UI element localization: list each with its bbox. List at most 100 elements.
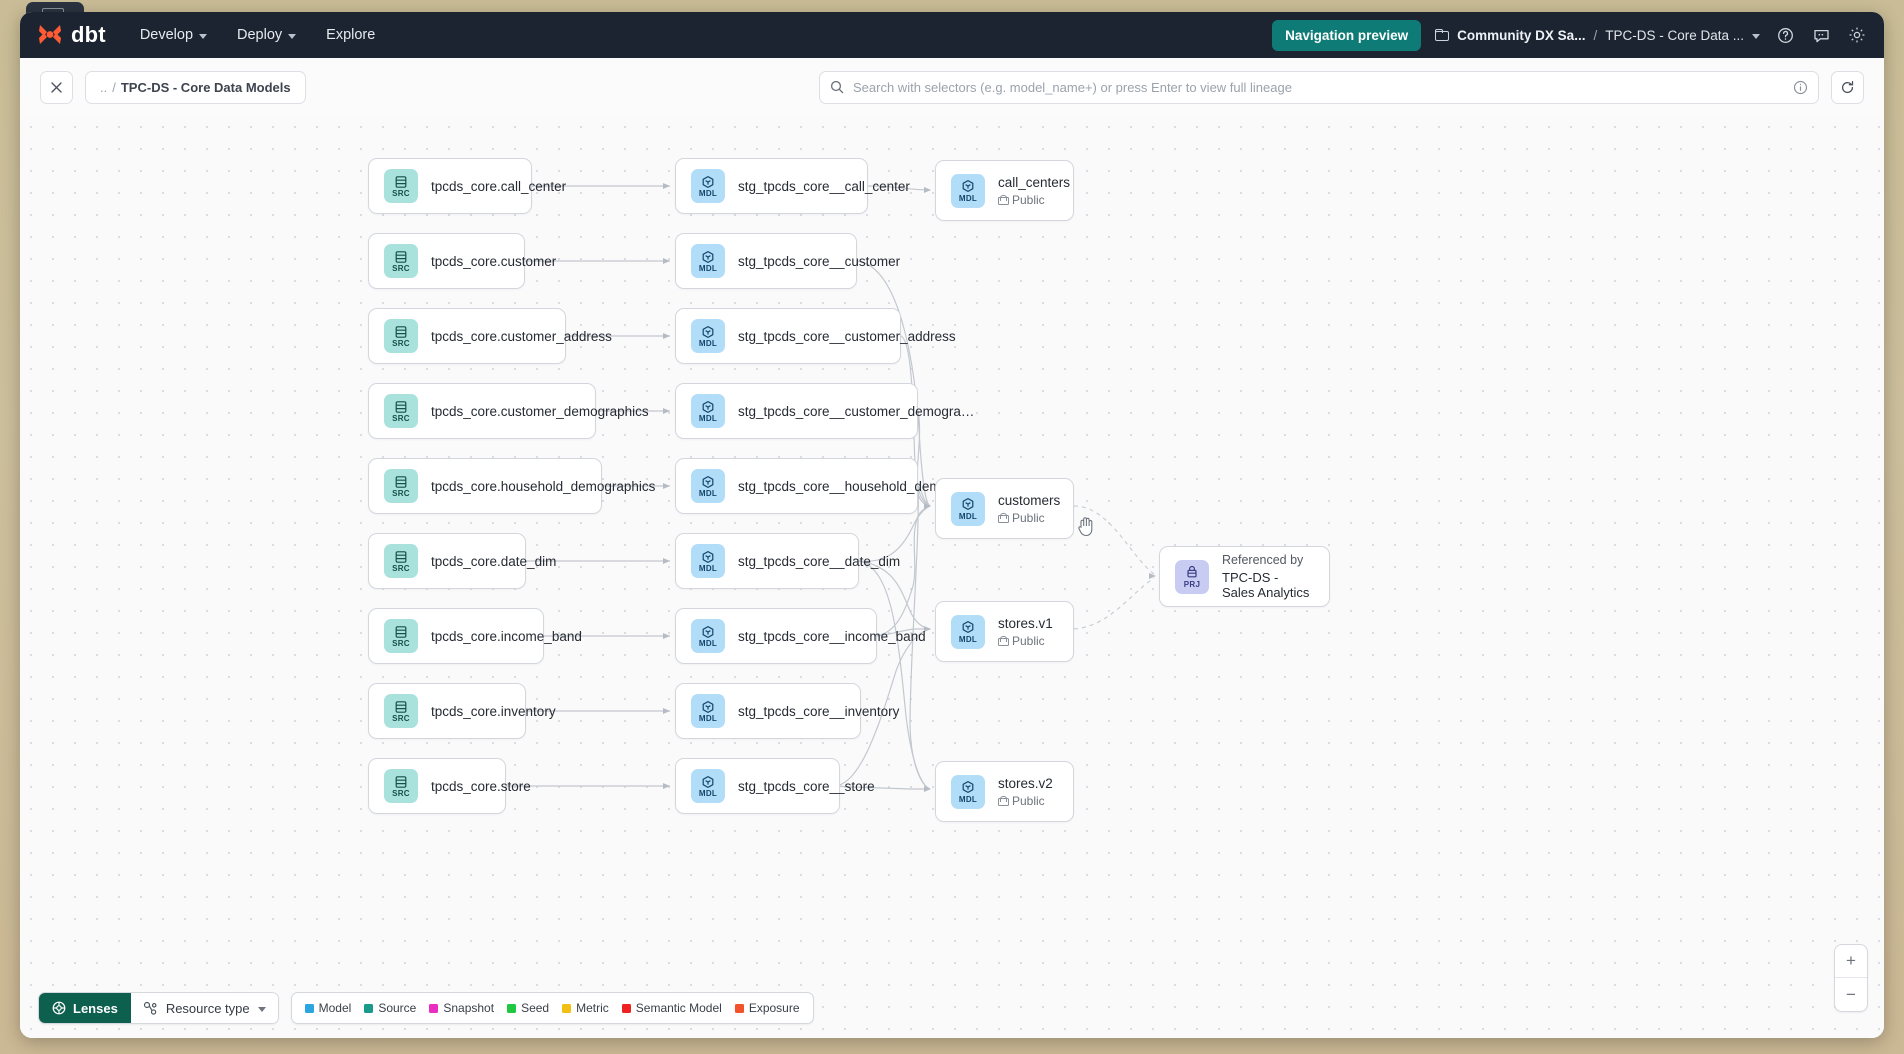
src-badge-icon: SRC: [384, 469, 418, 503]
node-body: tpcds_core.customer: [431, 254, 556, 269]
node-kicker: Referenced by: [1222, 553, 1304, 567]
legend-item[interactable]: Semantic Model: [621, 1001, 722, 1015]
navigation-preview-button[interactable]: Navigation preview: [1272, 19, 1422, 51]
legend-swatch: [621, 1003, 631, 1013]
node-title: stg_tpcds_core__income_band: [738, 628, 926, 644]
search-box[interactable]: [819, 70, 1819, 104]
legend-swatch: [304, 1003, 314, 1013]
node-title: stg_tpcds_core__call_center: [738, 178, 910, 194]
legend-item[interactable]: Metric: [562, 1001, 609, 1015]
info-icon[interactable]: [1793, 80, 1808, 95]
legend-item[interactable]: Model: [304, 1001, 351, 1015]
chevron-down-icon: [288, 33, 297, 39]
mdl-badge-icon: MDL: [691, 619, 725, 653]
nav-item-develop[interactable]: Develop: [140, 27, 208, 43]
legend-swatch: [429, 1003, 439, 1013]
dbt-logo[interactable]: dbt: [36, 22, 106, 48]
feedback-icon[interactable]: [1810, 24, 1832, 46]
node-body: stg_tpcds_core__store: [738, 779, 875, 794]
primary-nav: Develop Deploy Explore: [140, 27, 376, 43]
lineage-node-model[interactable]: MDL stg_tpcds_core__income_band: [675, 608, 926, 664]
chevron-down-icon[interactable]: [1752, 33, 1760, 39]
node-access-label: Public: [1012, 793, 1045, 808]
mdl-badge-icon: MDL: [691, 319, 725, 353]
breadcrumb-chip-label: TPC-DS - Core Data Models: [120, 79, 291, 95]
node-title: tpcds_core.date_dim: [431, 553, 557, 569]
lineage-node-source[interactable]: SRC tpcds_core.customer_demographics: [368, 383, 649, 439]
lenses-button[interactable]: Lenses: [39, 993, 131, 1023]
nav-item-explore[interactable]: Explore: [326, 27, 375, 43]
resource-type-dropdown[interactable]: Resource type: [130, 993, 278, 1023]
node-body: tpcds_core.store: [431, 779, 531, 794]
resource-type-icon: [143, 1001, 158, 1016]
dbt-explore-window: dbt Develop Deploy Explore Navigation pr…: [20, 12, 1884, 1038]
legend-label: Exposure: [748, 1001, 800, 1015]
src-badge-icon: SRC: [384, 169, 418, 203]
node-body: stg_tpcds_core__customer: [738, 254, 900, 269]
legend-item[interactable]: Seed: [507, 1001, 549, 1015]
node-body: stg_tpcds_core__customer_address: [738, 329, 956, 344]
close-button[interactable]: [40, 70, 73, 104]
node-body: tpcds_core.customer_address: [431, 329, 612, 344]
settings-gear-icon[interactable]: [1846, 24, 1868, 46]
lineage-node-source[interactable]: SRC tpcds_core.household_demographics: [368, 458, 655, 514]
nav-item-deploy[interactable]: Deploy: [237, 27, 297, 43]
node-title: tpcds_core.call_center: [431, 178, 567, 194]
legend-item[interactable]: Exposure: [734, 1001, 800, 1015]
node-access-badge: Public: [998, 193, 1070, 207]
nav-item-deploy-label: Deploy: [237, 27, 283, 43]
breadcrumb-chip[interactable]: .. / TPC-DS - Core Data Models: [85, 70, 306, 104]
search-input[interactable]: [853, 79, 1784, 95]
search-icon: [830, 80, 844, 94]
folder-icon: [1435, 29, 1450, 41]
node-body: tpcds_core.customer_demographics: [431, 404, 649, 419]
lineage-node-source[interactable]: SRC tpcds_core.call_center: [368, 158, 566, 214]
mdl-badge-icon: MDL: [951, 614, 985, 649]
lineage-node-model[interactable]: MDL stg_tpcds_core__customer_address: [675, 308, 956, 364]
search-area: [819, 70, 1864, 104]
help-circle-icon[interactable]: [1774, 24, 1796, 46]
legend-item[interactable]: Source: [364, 1001, 416, 1015]
mdl-badge-icon: MDL: [691, 769, 725, 803]
src-badge-icon: SRC: [384, 394, 418, 428]
node-title: call_centers: [998, 174, 1071, 190]
node-body: stg_tpcds_core__call_center: [738, 179, 910, 194]
resource-type-label: Resource type: [165, 1000, 250, 1016]
lineage-node-model[interactable]: MDL stg_tpcds_core__store: [675, 758, 875, 814]
legend-item[interactable]: Snapshot: [429, 1001, 494, 1015]
breadcrumb-project[interactable]: TPC-DS - Core Data ...: [1605, 27, 1744, 43]
node-title: tpcds_core.income_band: [431, 628, 582, 644]
navbar-right: Navigation preview Community DX Sa... / …: [1272, 19, 1868, 51]
node-body: tpcds_core.income_band: [431, 629, 582, 644]
mdl-badge-icon: MDL: [691, 469, 725, 503]
lock-icon: [998, 512, 1009, 523]
node-body: stg_tpcds_core__income_band: [738, 629, 926, 644]
node-body: tpcds_core.household_demographics: [431, 479, 655, 494]
breadcrumb-account[interactable]: Community DX Sa...: [1457, 27, 1586, 43]
zoom-out-button[interactable]: −: [1846, 984, 1856, 1004]
node-title: stores.v2: [998, 775, 1053, 791]
refresh-button[interactable]: [1831, 70, 1864, 104]
zoom-in-button[interactable]: +: [1835, 945, 1867, 978]
node-title: TPC-DS - Sales Analytics: [1222, 570, 1310, 600]
